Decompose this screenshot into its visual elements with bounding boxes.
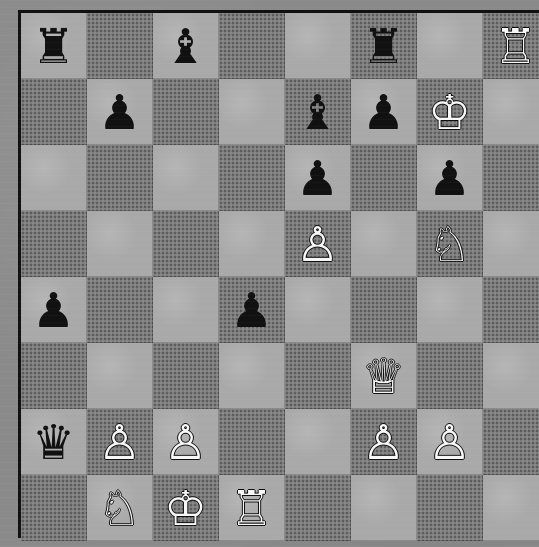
board-square[interactable] <box>21 475 87 541</box>
board-square[interactable] <box>219 343 285 409</box>
board-square[interactable] <box>219 409 285 475</box>
board-square[interactable] <box>483 409 539 475</box>
board-square[interactable]: ♖ <box>219 475 285 541</box>
board-square[interactable]: ♟ <box>285 145 351 211</box>
board-square[interactable]: ♟ <box>351 79 417 145</box>
board-square[interactable] <box>285 343 351 409</box>
board-square[interactable] <box>87 13 153 79</box>
board-square[interactable]: ♟ <box>417 145 483 211</box>
board-square[interactable]: ♙ <box>285 211 351 277</box>
black-pawn-icon: ♟ <box>428 155 471 203</box>
board-square[interactable] <box>351 475 417 541</box>
white-king-icon: ♔ <box>164 485 207 533</box>
board-square[interactable]: ♟ <box>87 79 153 145</box>
board-square[interactable] <box>153 79 219 145</box>
black-pawn-icon: ♟ <box>32 287 75 335</box>
board-square[interactable]: ♘ <box>87 475 153 541</box>
chess-board: ♜ ♝ ♜ ♖ ♟ ♝ ♟ ♔ ♟ ♟ ♙ ♘ ♟ ♟ ♕ ♛ ♙ ♙ ♙ ♙ ♘ ♔ ♖ <box>18 10 539 538</box>
board-square[interactable] <box>483 277 539 343</box>
board-square[interactable]: ♙ <box>351 409 417 475</box>
board-square[interactable] <box>219 79 285 145</box>
board-square[interactable]: ♝ <box>285 79 351 145</box>
board-square[interactable]: ♝ <box>153 13 219 79</box>
white-pawn-icon: ♙ <box>362 419 405 467</box>
board-square[interactable]: ♔ <box>153 475 219 541</box>
board-square[interactable]: ♙ <box>87 409 153 475</box>
board-square[interactable]: ♛ <box>21 409 87 475</box>
board-square[interactable] <box>285 13 351 79</box>
board-square[interactable] <box>219 211 285 277</box>
black-rook-icon: ♜ <box>362 23 405 71</box>
board-square[interactable]: ♜ <box>351 13 417 79</box>
board-square[interactable] <box>87 211 153 277</box>
board-square[interactable]: ♕ <box>351 343 417 409</box>
board-square[interactable] <box>285 277 351 343</box>
white-pawn-icon: ♙ <box>98 419 141 467</box>
board-square[interactable] <box>351 145 417 211</box>
board-square[interactable]: ♔ <box>417 79 483 145</box>
board-square[interactable] <box>21 211 87 277</box>
board-square[interactable]: ♟ <box>219 277 285 343</box>
board-square[interactable] <box>417 13 483 79</box>
board-square[interactable] <box>21 343 87 409</box>
board-square[interactable] <box>483 79 539 145</box>
black-bishop-icon: ♝ <box>164 23 207 71</box>
white-queen-icon: ♕ <box>362 353 405 401</box>
black-pawn-icon: ♟ <box>362 89 405 137</box>
board-square[interactable] <box>87 343 153 409</box>
board-square[interactable] <box>285 409 351 475</box>
white-pawn-icon: ♙ <box>296 221 339 269</box>
board-square[interactable] <box>21 145 87 211</box>
board-square[interactable] <box>417 277 483 343</box>
board-square[interactable] <box>153 145 219 211</box>
board-square[interactable]: ♜ <box>21 13 87 79</box>
board-square[interactable] <box>483 145 539 211</box>
board-square[interactable] <box>483 475 539 541</box>
black-pawn-icon: ♟ <box>230 287 273 335</box>
board-square[interactable] <box>219 13 285 79</box>
black-rook-icon: ♜ <box>32 23 75 71</box>
board-square[interactable] <box>153 211 219 277</box>
board-square[interactable] <box>153 343 219 409</box>
board-square[interactable]: ♟ <box>21 277 87 343</box>
black-bishop-icon: ♝ <box>296 89 339 137</box>
board-square[interactable]: ♙ <box>417 409 483 475</box>
board-square[interactable]: ♘ <box>417 211 483 277</box>
board-square[interactable] <box>483 343 539 409</box>
board-square[interactable] <box>417 343 483 409</box>
board-square[interactable] <box>87 145 153 211</box>
board-square[interactable]: ♙ <box>153 409 219 475</box>
board-square[interactable] <box>417 475 483 541</box>
board-square[interactable] <box>351 211 417 277</box>
board-square[interactable] <box>351 277 417 343</box>
board-square[interactable] <box>21 79 87 145</box>
board-square[interactable]: ♖ <box>483 13 539 79</box>
white-rook-icon: ♖ <box>230 485 273 533</box>
white-knight-icon: ♘ <box>428 221 471 269</box>
white-king-icon: ♔ <box>428 89 471 137</box>
white-pawn-icon: ♙ <box>428 419 471 467</box>
black-pawn-icon: ♟ <box>98 89 141 137</box>
black-pawn-icon: ♟ <box>296 155 339 203</box>
board-square[interactable] <box>483 211 539 277</box>
board-square[interactable] <box>219 145 285 211</box>
white-knight-icon: ♘ <box>98 485 141 533</box>
board-square[interactable] <box>285 475 351 541</box>
white-rook-icon: ♖ <box>494 23 537 71</box>
board-square[interactable] <box>87 277 153 343</box>
black-queen-icon: ♛ <box>32 419 75 467</box>
board-square[interactable] <box>153 277 219 343</box>
white-pawn-icon: ♙ <box>164 419 207 467</box>
